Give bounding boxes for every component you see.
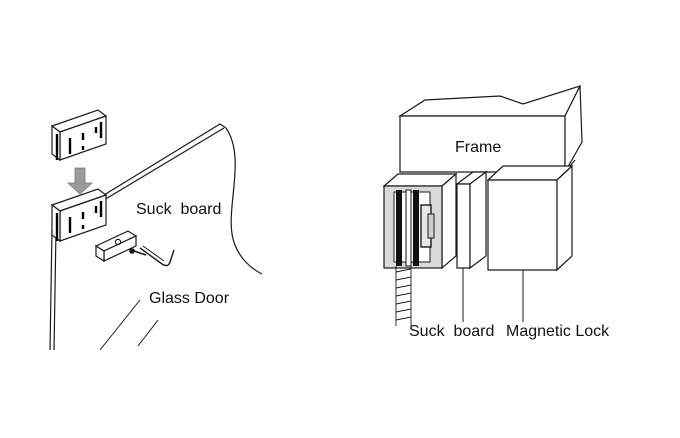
label-glass-door: Glass Door bbox=[149, 290, 230, 307]
frame-block bbox=[397, 85, 583, 175]
suck-board-block-mounted bbox=[50, 188, 108, 243]
suck-board-block-top bbox=[50, 109, 108, 162]
screw-icon bbox=[129, 248, 147, 256]
suck-board-plate bbox=[455, 170, 488, 322]
hex-key-icon bbox=[139, 245, 175, 267]
glass-panel-hatched bbox=[395, 266, 412, 326]
label-suck-board-right: Suck board bbox=[409, 323, 494, 340]
left-illustration bbox=[49, 109, 263, 351]
magnetic-lock-body bbox=[486, 164, 574, 322]
label-suck-board-left: Suck board bbox=[136, 201, 221, 218]
right-illustration bbox=[382, 85, 583, 326]
glass-door bbox=[49, 123, 263, 351]
mounting-plate bbox=[94, 230, 138, 263]
down-arrow-icon bbox=[66, 167, 94, 195]
label-magnetic-lock: Magnetic Lock bbox=[506, 323, 610, 340]
label-frame: Frame bbox=[455, 139, 501, 156]
clamp-with-glass bbox=[382, 172, 458, 326]
